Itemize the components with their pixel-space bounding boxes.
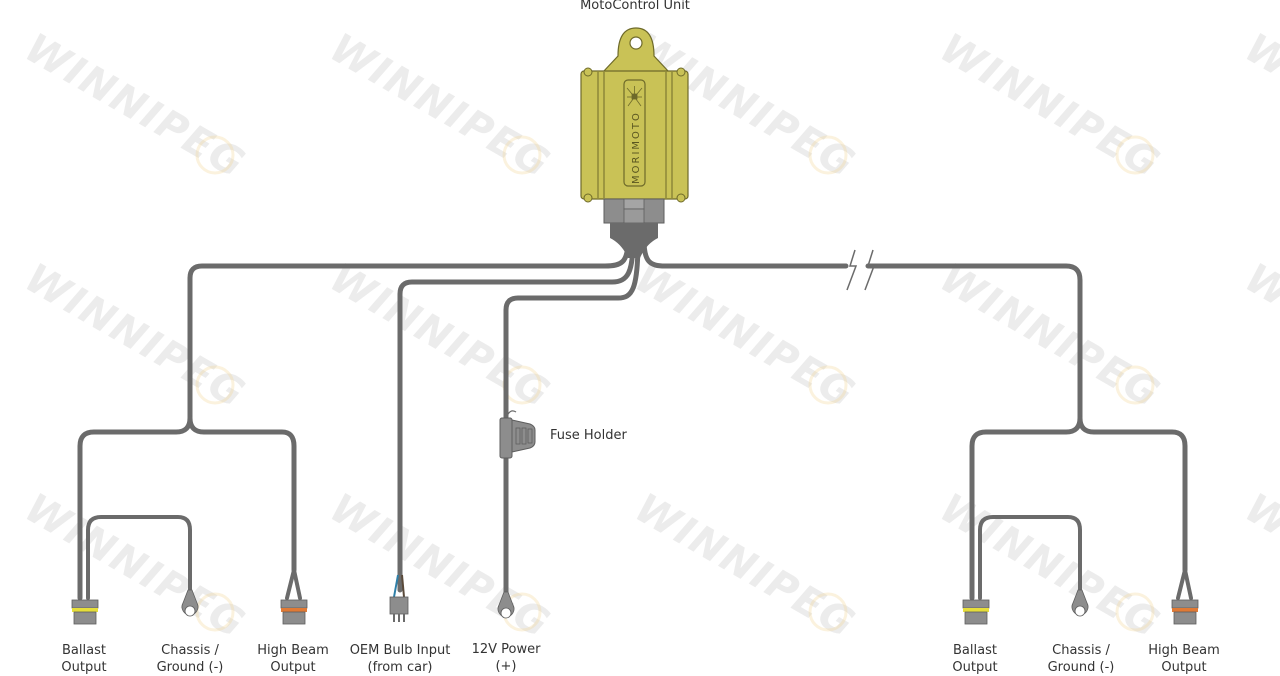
wires (77, 237, 1193, 601)
break-mark-icon (846, 249, 858, 291)
wire-left-split-l (77, 415, 193, 601)
wire-right-hb-fork-a (1176, 568, 1187, 600)
label-line: Ballast (953, 643, 997, 658)
brand-plate (623, 79, 646, 187)
label-line: Ballast (62, 643, 106, 658)
power-label: 12V Power (+) (456, 641, 556, 675)
fuse-holder-label: Fuse Holder (550, 428, 627, 443)
fuse-holder-icon (499, 410, 536, 459)
wire-right-trunk-b (865, 263, 1083, 421)
wire-right-ground (978, 515, 1082, 600)
ground-ring-terminal-icon-right (1071, 589, 1089, 617)
label-line: (from car) (367, 660, 433, 675)
motocontrol-unit: MORIMOTO (580, 27, 689, 258)
label-line: High Beam (257, 643, 329, 658)
right-ground-label: Chassis / Ground (-) (1031, 642, 1131, 676)
wire-left-hb-fork-a (285, 568, 296, 600)
left-highbeam-label: High Beam Output (243, 642, 343, 676)
wire-right-split-r (1077, 415, 1188, 573)
wire-left-ground (86, 515, 192, 600)
highbeam-connector-icon-right (1171, 599, 1199, 625)
ballast-connector-icon-right (962, 599, 990, 625)
watermark-logo-icon (195, 592, 235, 632)
mounting-tab (601, 27, 671, 73)
left-ground-label: Chassis / Ground (-) (140, 642, 240, 676)
left-ballast-label: Ballast Output (34, 642, 134, 676)
ballast-connector-icon-left (71, 599, 99, 625)
wire-power (503, 237, 641, 421)
watermark-logo-icon (195, 135, 235, 175)
watermark-logo-icon (808, 592, 848, 632)
wire-left-split-r (187, 415, 297, 573)
wire-left-hb-fork-b (292, 568, 302, 600)
wire-right-split-l (969, 415, 1083, 601)
watermark-logo-icon (1115, 365, 1155, 405)
wire-left-trunk (187, 237, 631, 421)
label-line: OEM Bulb Input (349, 643, 451, 658)
label-line: Output (1161, 660, 1207, 675)
label-line: (+) (495, 659, 517, 674)
label-line: High Beam (1148, 643, 1220, 658)
ground-ring-terminal-icon-left (181, 589, 199, 617)
watermark-logo-icon (1115, 135, 1155, 175)
break-mark-icon (864, 249, 876, 291)
wire-right-hb-fork-b (1183, 568, 1193, 600)
power-ring-terminal-icon (497, 591, 515, 619)
wire-right-trunk (641, 237, 849, 269)
label-line: Chassis / (161, 643, 219, 658)
unit-title: MotoControl Unit (580, 0, 690, 13)
watermark-logo-icon (1115, 592, 1155, 632)
oem-bulb-input-label: OEM Bulb Input (from car) (340, 642, 460, 676)
watermark-logo-icon (502, 365, 542, 405)
watermark-logos (195, 135, 1155, 632)
mounting-hole-icon (629, 36, 643, 50)
right-highbeam-label: High Beam Output (1134, 642, 1234, 676)
watermark-logo-icon (502, 135, 542, 175)
brand-text: MORIMOTO (631, 111, 642, 184)
right-ballast-label: Ballast Output (925, 642, 1025, 676)
label-line: 12V Power (471, 642, 541, 657)
label-line: Ground (-) (1047, 660, 1115, 675)
sunburst-logo-icon (626, 86, 643, 107)
label-line: Ground (-) (156, 660, 224, 675)
watermark-logo-icon (195, 365, 235, 405)
label-line: Chassis / (1052, 643, 1110, 658)
wire-oem (397, 237, 636, 593)
watermark-logo-icon (808, 365, 848, 405)
label-line: Output (61, 660, 107, 675)
watermark-logo-icon (808, 135, 848, 175)
highbeam-connector-icon-left (280, 599, 308, 625)
oem-bulb-connector-icon (389, 574, 409, 622)
label-line: Output (952, 660, 998, 675)
label-line: Output (270, 660, 316, 675)
cable-boot (610, 223, 658, 258)
